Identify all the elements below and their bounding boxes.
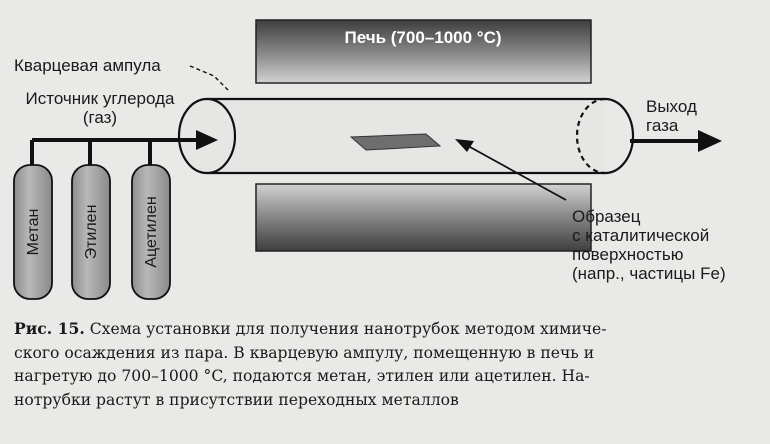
sample-plate <box>349 133 442 151</box>
sample-line1: Образец <box>572 207 641 226</box>
carbon-source-line1: Источник углерода <box>25 89 175 108</box>
carbon-source-label: Источник углерода (газ) <box>14 89 186 127</box>
caption-line2: ского осаждения из пара. В кварцевую амп… <box>14 343 595 362</box>
caption-line3: нагретую до 700–1000 °C, подаются метан,… <box>14 367 590 385</box>
furnace-label: Печь (700–1000 °C) <box>344 28 502 47</box>
sample-pointer-line <box>469 146 567 201</box>
ampoule-label: Кварцевая ампула <box>14 56 161 75</box>
sample-line4: (напр., частицы Fe) <box>572 264 726 283</box>
carbon-source-line2: (газ) <box>82 108 118 127</box>
cylinder-ethylene-label: Этилен <box>83 205 100 260</box>
outlet-label: Выход газа <box>646 97 697 135</box>
figure-number: Рис. 15. <box>14 319 85 338</box>
caption-line4: нотрубки растут в присутствии переходных… <box>14 390 459 409</box>
sample-label: Образец с каталитической поверхностью (н… <box>572 207 726 283</box>
cylinder-acetylene-label: Ацетилен <box>143 196 160 267</box>
cylinder-acetylene: Ацетилен <box>131 164 171 300</box>
gas-manifold <box>30 130 218 168</box>
outlet-arrow <box>630 130 722 152</box>
figure-caption: Рис. 15. Схема установки для получения н… <box>14 317 760 412</box>
ampoule-leader <box>189 65 231 93</box>
cylinder-ethylene: Этилен <box>71 164 111 300</box>
caption-line1: Схема установки для получения нанотрубок… <box>89 320 607 338</box>
furnace-bottom-block <box>255 183 592 252</box>
furnace-top-block <box>255 19 592 84</box>
sample-line2: с каталитической <box>572 226 710 245</box>
cylinder-methane-label: Метан <box>25 209 42 256</box>
sample-pointer-head <box>455 139 474 152</box>
cylinder-methane: Метан <box>13 164 53 300</box>
sample-line3: поверхностью <box>572 245 684 264</box>
outlet-line2: газа <box>646 116 679 135</box>
outlet-line1: Выход <box>646 97 697 116</box>
